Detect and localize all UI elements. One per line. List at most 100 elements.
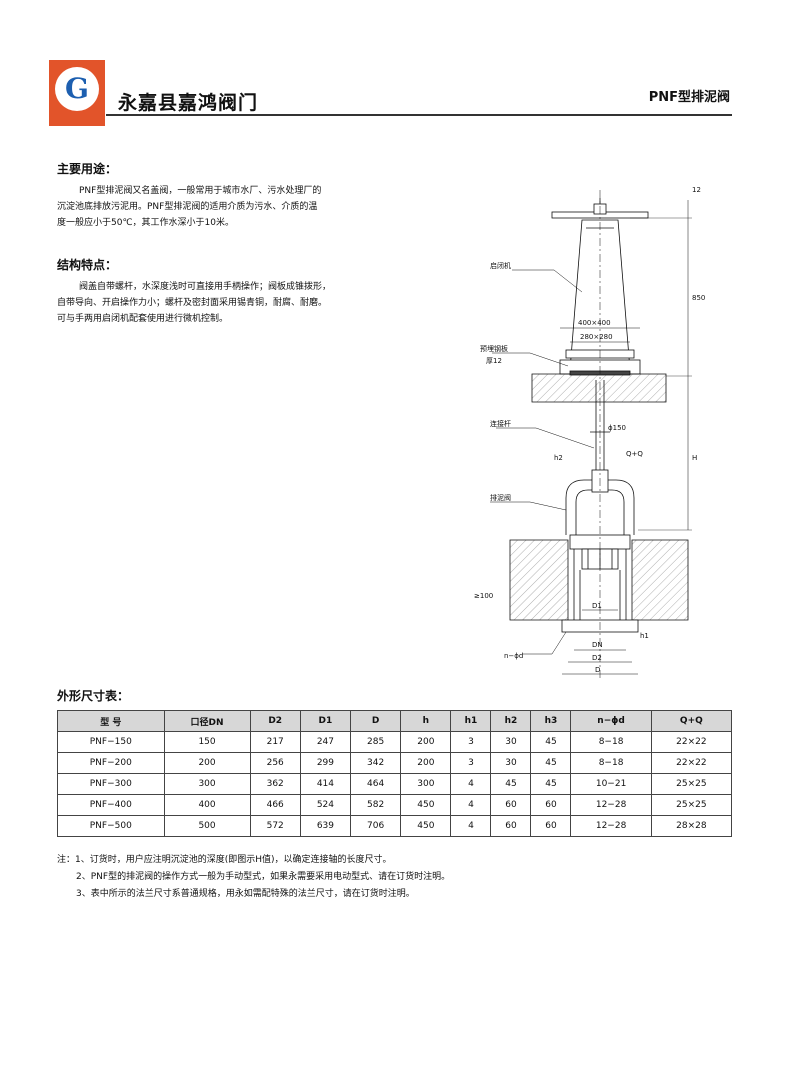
table-cell: 60 [490,815,532,837]
logo-letter: G [65,72,89,105]
table-cell: PNF−150 [57,731,165,753]
column-header: h2 [490,710,532,732]
table-cell: 299 [299,752,352,774]
table-cell: 450 [400,794,452,816]
dim-D2: D2 [592,654,602,662]
table-cell: 45 [530,773,572,795]
column-header: n−ϕd [570,710,652,732]
table-cell: 8−18 [570,731,652,753]
table-cell: 4 [450,773,492,795]
table-cell: 3 [450,752,492,774]
table-cell: 25×25 [650,773,733,795]
table-cell: PNF−300 [57,773,165,795]
table-cell: 400 [163,794,251,816]
table-cell: 200 [400,752,452,774]
table-cell: 60 [530,794,572,816]
table-cell: 25×25 [650,794,733,816]
dim-qq: Q+Q [626,450,643,458]
table-cell: 300 [163,773,251,795]
features-line: 阀盖自带螺杆，水深度浅时可直接用手柄操作；阀板成锥拨形， [79,282,332,292]
table-cell: 247 [299,731,352,753]
table-cell: 582 [350,794,402,816]
table-cell: 342 [350,752,402,774]
table-cell: 4 [450,815,492,837]
table-cell: 217 [249,731,301,753]
table-cell: 300 [400,773,452,795]
table-cell: 414 [299,773,352,795]
table-cell: 706 [350,815,402,837]
table-cell: 200 [163,752,251,774]
dim-D1: D1 [592,602,602,610]
dim-top: 12 [692,186,701,194]
valve-drawing: 启闭机 预埋钢板 厚12 连接杆 排泥阀 12 850 400×400 280×… [474,186,705,680]
note-line: 2、PNF型的排泥阀的操作方式一般为手动型式，如果永需要采用电动型式、请在订货时… [76,872,451,882]
dim-hoist-height: 850 [692,294,705,302]
usage-line: 度一般应小于50℃，其工作水深小于10米。 [57,218,235,228]
table-cell: 150 [163,731,251,753]
table-cell: 362 [249,773,301,795]
table-cell: 45 [530,731,572,753]
dim-base-inner: 280×280 [580,333,613,341]
dim-rod-diameter: ϕ150 [608,424,626,432]
column-header: D1 [299,710,352,732]
table-row: PNF−300 300 362 414 464 300 4 45 45 10−2… [57,773,733,795]
table-row: PNF−200 200 256 299 342 200 3 30 45 8−18… [57,752,733,774]
dim-base-outer: 400×400 [578,319,611,327]
table-cell: 500 [163,815,251,837]
features-line: 可与手两用启闭机配套使用进行微机控制。 [57,314,229,324]
column-header: Q+Q [650,710,733,732]
table-cell: 45 [530,752,572,774]
note-line: 3、表中所示的法兰尺寸系普通规格，用永如需配特殊的法兰尺寸，请在订货时注明。 [76,889,415,899]
table-cell: 466 [249,794,301,816]
column-header: h1 [450,710,492,732]
dimension-table: 型 号 口径DN D2 D1 D h h1 h2 h3 n−ϕd Q+Q PNF… [57,710,733,837]
features-paragraph: 阀盖自带螺杆，水深度浅时可直接用手柄操作；阀板成锥拨形， 自带导向、开启操作力小… [57,279,402,327]
table-cell: 4 [450,794,492,816]
label-embedded-plate: 预埋钢板 [480,344,508,353]
dim-D: D [595,666,600,674]
table-row: PNF−500 500 572 639 706 450 4 60 60 12−2… [57,815,733,837]
table-cell: 200 [400,731,452,753]
table-cell: 12−28 [570,815,652,837]
table-cell: PNF−500 [57,815,165,837]
order-notes: 注：1、订货时，用户应注明沉淀池的深度(即图示H值)，以确定连接轴的长度尺寸。 … [57,852,747,903]
note-line: 注：1、订货时，用户应注明沉淀池的深度(即图示H值)，以确定连接轴的长度尺寸。 [57,855,392,865]
label-plate-thickness: 厚12 [486,357,502,365]
table-cell: 30 [490,731,532,753]
column-header: D2 [249,710,301,732]
dim-bolts: n−ϕd [504,652,523,660]
table-cell: 10−21 [570,773,652,795]
label-hoist: 启闭机 [490,261,511,270]
usage-line: 沉淀池底排放污泥用。PNF型排泥阀的适用介质为污水、介质的温 [57,202,318,212]
table-cell: 8−18 [570,752,652,774]
table-cell: 28×28 [650,815,733,837]
column-header: 口径DN [163,710,251,732]
label-connecting-rod: 连接杆 [490,419,511,428]
table-cell: PNF−200 [57,752,165,774]
table-cell: PNF−400 [57,794,165,816]
table-row: PNF−150 150 217 247 285 200 3 30 45 8−18… [57,731,733,753]
features-heading: 结构特点： [57,258,118,272]
table-cell: 60 [530,815,572,837]
table-cell: 3 [450,731,492,753]
company-name: 永嘉县嘉鸿阀门 [118,92,259,114]
table-cell: 22×22 [650,752,733,774]
document-title: PNF型排泥阀 [648,90,730,105]
table-cell: 464 [350,773,402,795]
dim-DN: DN [592,641,603,649]
table-cell: 639 [299,815,352,837]
table-cell: 256 [249,752,301,774]
table-cell: 572 [249,815,301,837]
usage-heading: 主要用途： [57,162,118,176]
table-heading: 外形尺寸表： [57,689,130,703]
column-header: D [350,710,402,732]
header-divider [106,114,732,116]
table-header-row: 型 号 口径DN D2 D1 D h h1 h2 h3 n−ϕd Q+Q [57,710,733,732]
table-cell: 285 [350,731,402,753]
table-row: PNF−400 400 466 524 582 450 4 60 60 12−2… [57,794,733,816]
company-logo: G [49,60,105,126]
dim-h2: h2 [554,454,563,462]
table-cell: 22×22 [650,731,733,753]
label-valve: 排泥阀 [490,493,511,502]
table-cell: 450 [400,815,452,837]
